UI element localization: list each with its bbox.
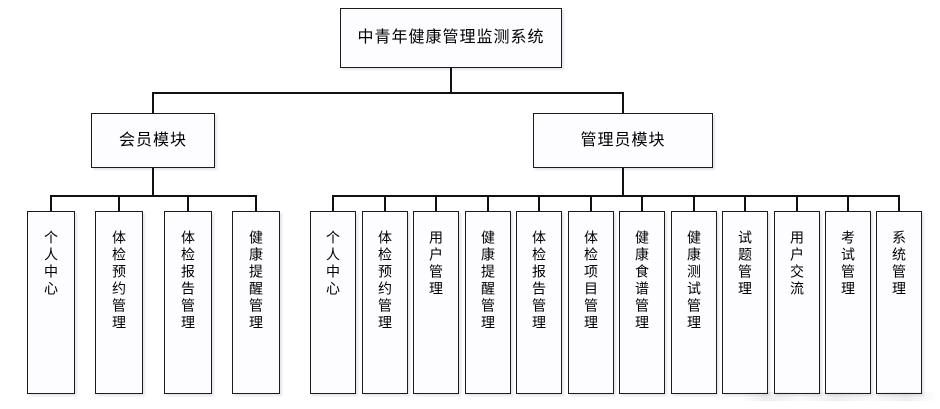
connector-member-stem: [152, 168, 154, 196]
connector-admin-bus: [332, 195, 900, 197]
leaf-node-admin-label: 个人中心: [325, 230, 341, 298]
leaf-node-member: 健康提醒管理: [232, 211, 280, 394]
leaf-node-admin: 用户管理: [413, 211, 459, 394]
leaf-node-admin: 健康提醒管理: [465, 211, 511, 394]
connector-admin-leaf-drop: [435, 195, 437, 212]
connector-admin-leaf-drop: [384, 195, 386, 212]
connector-admin-leaf-drop: [744, 195, 746, 212]
leaf-node-member-label: 个人中心: [43, 230, 59, 298]
module-node-admin-label: 管理员模块: [580, 131, 666, 149]
leaf-node-member: 体检预约管理: [95, 211, 143, 394]
leaf-node-admin: 考试管理: [825, 211, 871, 394]
connector-admin-leaf-drop: [847, 195, 849, 212]
root-node-label: 中青年健康管理监测系统: [357, 29, 545, 47]
connector-member-bus: [50, 195, 256, 197]
connector-drop-member-module: [152, 92, 154, 114]
leaf-node-admin: 用户交流: [774, 211, 820, 394]
leaf-node-member-label: 体检报告管理: [180, 230, 196, 332]
connector-root-stem: [450, 68, 452, 93]
leaf-node-admin-label: 健康食谱管理: [634, 230, 650, 332]
leaf-node-admin-label: 考试管理: [840, 230, 856, 298]
leaf-node-admin-label: 用户交流: [789, 230, 805, 298]
leaf-node-member: 个人中心: [27, 211, 75, 394]
leaf-node-admin-label: 体检报告管理: [531, 230, 547, 332]
module-node-member-label: 会员模块: [118, 131, 187, 149]
connector-admin-stem: [622, 168, 624, 196]
connector-admin-leaf-drop: [693, 195, 695, 212]
leaf-node-member-label: 健康提醒管理: [248, 230, 264, 332]
module-node-member: 会员模块: [91, 113, 215, 168]
connector-admin-leaf-drop: [641, 195, 643, 212]
connector-member-leaf-drop: [50, 195, 52, 212]
leaf-node-admin: 健康测试管理: [671, 211, 717, 394]
leaf-node-admin: 系统管理: [876, 211, 922, 394]
connector-member-leaf-drop: [255, 195, 257, 212]
connector-level1-bus: [152, 92, 624, 94]
leaf-node-admin: 体检报告管理: [516, 211, 562, 394]
connector-admin-leaf-drop: [538, 195, 540, 212]
leaf-node-admin: 体检预约管理: [362, 211, 408, 394]
connector-admin-leaf-drop: [487, 195, 489, 212]
module-node-admin: 管理员模块: [533, 113, 713, 168]
leaf-node-admin-label: 系统管理: [891, 230, 907, 298]
leaf-node-admin: 试题管理: [722, 211, 768, 394]
connector-admin-leaf-drop: [898, 195, 900, 212]
connector-admin-leaf-drop: [796, 195, 798, 212]
connector-member-leaf-drop: [187, 195, 189, 212]
leaf-node-admin-label: 试题管理: [737, 230, 753, 298]
leaf-node-member-label: 体检预约管理: [111, 230, 127, 332]
leaf-node-admin-label: 健康测试管理: [686, 230, 702, 332]
leaf-node-admin: 健康食谱管理: [619, 211, 665, 394]
leaf-node-admin-label: 体检项目管理: [583, 230, 599, 332]
connector-drop-admin-module: [622, 92, 624, 114]
connector-admin-leaf-drop: [332, 195, 334, 212]
leaf-node-admin-label: 体检预约管理: [377, 230, 393, 332]
leaf-node-admin-label: 健康提醒管理: [480, 230, 496, 332]
leaf-node-member: 体检报告管理: [164, 211, 212, 394]
root-node: 中青年健康管理监测系统: [340, 8, 562, 68]
connector-admin-leaf-drop: [590, 195, 592, 212]
leaf-node-admin-label: 用户管理: [428, 230, 444, 298]
leaf-node-admin: 个人中心: [310, 211, 356, 394]
connector-member-leaf-drop: [118, 195, 120, 212]
leaf-node-admin: 体检项目管理: [568, 211, 614, 394]
